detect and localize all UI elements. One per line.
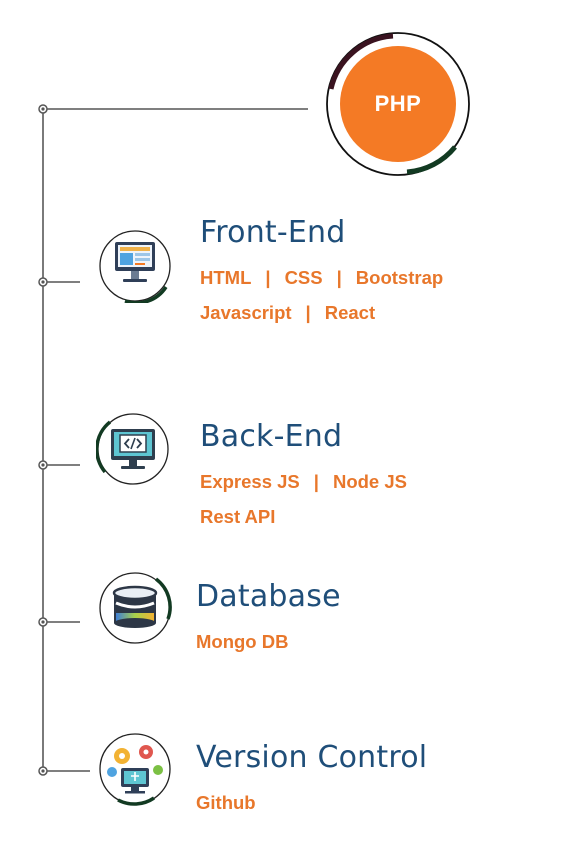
database-icon-badge [98,571,172,645]
database-heading: Database [196,579,341,614]
front-end-tech-row-1: HTML|CSS|Bootstrap [200,267,444,288]
version-control-tech-row-1: Github [196,792,256,814]
tech-css: CSS [284,267,323,288]
version-control-gears-icon [99,733,171,806]
back-end-icon-badge [96,412,170,486]
front-end-tech-row-2: Javascript|React [200,302,376,323]
php-badge [326,32,470,176]
tech-bootstrap: Bootstrap [355,267,444,288]
tech-express-js: Express JS [200,471,300,492]
database-icon [99,572,172,644]
php-label: PHP [374,91,422,116]
version-control-heading: Version Control [196,740,428,775]
back-end-tech-row-1: Express JS|Node JS [200,471,407,492]
tech-javascript: Javascript [200,302,292,323]
tech-react: React [324,302,376,323]
tech-node-js: Node JS [332,471,407,492]
version-control-icon-badge [98,732,172,806]
web-design-monitor-icon [99,230,171,303]
back-end-tech-row-2: Rest API [200,506,275,528]
tech-rest-api: Rest API [200,506,276,527]
tech-mongo-db: Mongo DB [196,631,289,652]
back-end-heading: Back-End [200,419,343,454]
front-end-heading: Front-End [200,215,346,250]
tech-html: HTML [200,267,252,288]
code-monitor-icon [96,413,169,485]
front-end-icon-badge [98,229,172,303]
database-tech-row-1: Mongo DB [196,631,288,653]
tech-github: Github [196,792,256,813]
